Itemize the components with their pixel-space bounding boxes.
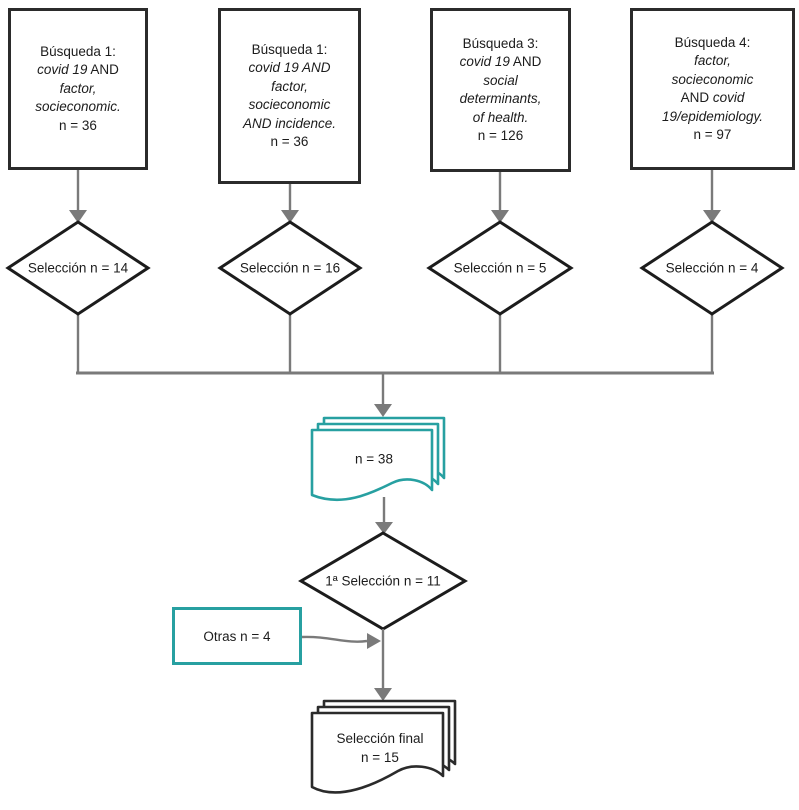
merged-documents-count: n = 38 (355, 451, 393, 467)
search-box-4-title: Búsqueda 4: (674, 34, 751, 50)
final-doc-page-front (310, 711, 445, 794)
search-box-1: Búsqueda 1: covid 19 AND factor, socieco… (8, 8, 148, 170)
search-box-2-title: Búsqueda 1: (251, 41, 328, 57)
search-box-4-count: n = 97 (693, 127, 732, 142)
search-box-2-line2: covid 19 AND (248, 60, 331, 75)
final-documents-shape (310, 699, 457, 794)
arrowhead-d1 (69, 210, 87, 223)
search-box-3-line3: social (483, 72, 518, 88)
search-box-3-line2: covid 19 AND (459, 54, 542, 69)
diamond-seleccion-4-label: Selección n = 4 (665, 260, 759, 276)
merged-doc-page-front (310, 428, 434, 502)
search-box-1-line2: covid 19 AND (37, 62, 119, 78)
search-box-2-count: n = 36 (270, 134, 309, 149)
search-box-3-count: n = 126 (477, 128, 524, 143)
otras-box-label: Otras n = 4 (203, 628, 271, 644)
search-box-2-line4: socieconomic (248, 97, 331, 112)
arrowhead-final-doc (374, 688, 392, 701)
final-documents-count: n = 15 (361, 750, 399, 765)
arrowhead-merged-doc (374, 404, 392, 417)
otras-box: Otras n = 4 (172, 607, 302, 665)
diamond-seleccion-2-label: Selección n = 16 (239, 260, 341, 276)
connector-otras-to-stem (301, 635, 368, 643)
diamond-seleccion-4 (639, 220, 785, 316)
diamond-seleccion-3-label: Selección n = 5 (453, 260, 547, 276)
arrowhead-d5 (375, 522, 393, 534)
diamond-seleccion-1-label: Selección n = 14 (27, 260, 129, 276)
search-box-2-line3: factor, (271, 78, 308, 94)
search-box-1-title: Búsqueda 1: (40, 43, 116, 59)
search-box-4-line3: socieconomic (671, 71, 754, 87)
search-box-4: Búsqueda 4: factor, socieconomic AND cov… (630, 8, 795, 170)
merged-documents-shape (310, 416, 446, 502)
search-box-1-line4: socieconomic. (35, 99, 121, 115)
diamond-seleccion-1 (5, 220, 151, 316)
final-documents-label: Selección final n = 15 (336, 729, 423, 767)
search-box-2: Búsqueda 1: covid 19 AND factor, socieco… (218, 8, 361, 184)
search-box-3-line4: determinants, (459, 91, 542, 106)
search-box-3-line5: of health. (472, 109, 529, 125)
search-box-1-line3: factor, (59, 80, 97, 96)
search-box-2-line5: AND incidence. (242, 115, 337, 131)
diamond-seleccion-3 (426, 220, 574, 316)
search-box-4-line5: 19/epidemiology. (661, 108, 764, 124)
search-box-4-line2: factor, (694, 53, 731, 68)
search-box-1-count: n = 36 (59, 117, 97, 133)
arrowhead-otras (367, 633, 381, 649)
diamond-seleccion-2 (217, 220, 363, 316)
search-box-3: Búsqueda 3: covid 19 AND social determin… (430, 8, 571, 172)
search-box-3-title: Búsqueda 3: (462, 35, 539, 51)
diamond-first-selection-label: 1ª Selección n = 11 (325, 573, 441, 589)
final-documents-title: Selección final (336, 731, 424, 746)
search-box-4-line4: AND covid (680, 90, 745, 105)
arrowhead-d2 (281, 210, 299, 223)
arrowhead-d3 (491, 210, 509, 223)
arrowhead-d4 (703, 210, 721, 223)
